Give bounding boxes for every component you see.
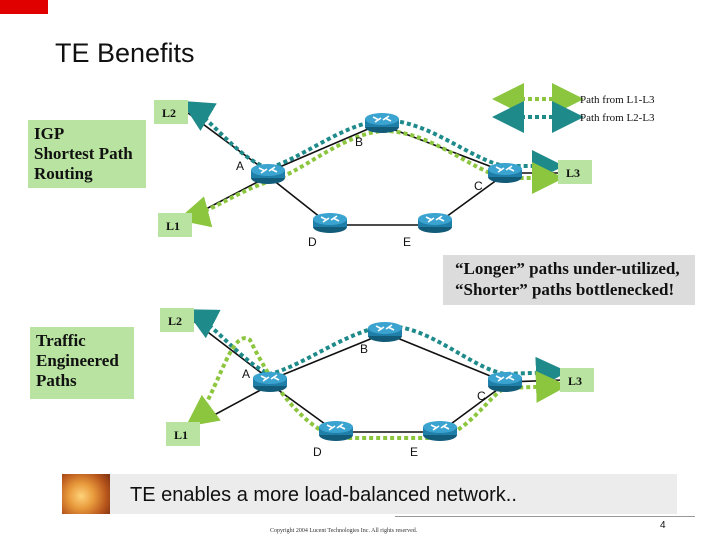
page-number: 4 [660, 520, 666, 531]
te-label-line: Paths [36, 371, 77, 390]
link-box-l2 [154, 100, 188, 124]
copyright-text: Copyright 2004 Lucent Technologies Inc. … [270, 528, 418, 534]
router-icon [250, 163, 286, 185]
link-box-l1 [158, 213, 192, 237]
router-label-a: A [242, 367, 250, 381]
top-path-l2-l3 [181, 100, 564, 182]
te-label-box: Traffic Engineered Paths [30, 327, 134, 399]
router-icon [367, 321, 403, 343]
router-label-e: E [403, 235, 411, 249]
link-label-l1: L1 [174, 428, 188, 442]
note-line: “Shorter” paths bottlenecked! [455, 280, 675, 299]
top-diagram: A B C D E L2 L1 L3 [154, 100, 592, 249]
note-line: “Longer” paths under-utilized, [455, 259, 680, 278]
router-label-a: A [236, 159, 244, 173]
router-icon [417, 212, 453, 234]
bottom-path-l2-l3 [184, 309, 568, 389]
router-label-b: B [360, 342, 368, 356]
router-icon [422, 420, 458, 442]
bottleneck-note: “Longer” paths under-utilized, “Shorter”… [443, 255, 695, 305]
router-icon [487, 371, 523, 393]
link-label-l2: L2 [162, 106, 176, 120]
sunset-image [62, 474, 110, 514]
brand-accent-bar [0, 0, 48, 14]
router-icon [364, 112, 400, 134]
link-label-l1: L1 [166, 219, 180, 233]
router-label-e: E [410, 445, 418, 459]
legend-label-l2-l3: Path from L2-L3 [580, 112, 655, 124]
igp-label-line: Shortest Path [34, 144, 133, 163]
igp-label-line: Routing [34, 164, 93, 183]
te-label-line: Engineered [36, 351, 119, 370]
legend-label-l1-l3: Path from L1-L3 [580, 94, 655, 106]
router-icon [487, 162, 523, 184]
bottom-diagram: A B C D E L2 L1 L3 [160, 308, 594, 459]
footer-caption: TE enables a more load-balanced network.… [130, 484, 517, 506]
router-label-b: B [355, 135, 363, 149]
router-icon [252, 371, 288, 393]
te-label-line: Traffic [36, 331, 86, 350]
link-label-l3: L3 [568, 374, 582, 388]
link-box-l1 [166, 422, 200, 446]
router-icon [312, 212, 348, 234]
link-label-l2: L2 [168, 314, 182, 328]
page-title: TE Benefits [55, 38, 195, 68]
router-icon [318, 420, 354, 442]
router-label-d: D [313, 445, 322, 459]
router-label-c: C [474, 179, 483, 193]
igp-label-box: IGP Shortest Path Routing [28, 120, 146, 188]
link-box-l2 [160, 308, 194, 332]
router-label-c: C [477, 389, 486, 403]
footer-banner [62, 474, 677, 514]
igp-label-line: IGP [34, 124, 65, 143]
legend: Path from L1-L3 Path from L2-L3 [492, 83, 655, 133]
link-box-l3 [560, 368, 594, 392]
router-label-d: D [308, 235, 317, 249]
footer-rule [395, 516, 695, 517]
link-label-l3: L3 [566, 166, 580, 180]
link-box-l3 [558, 160, 592, 184]
